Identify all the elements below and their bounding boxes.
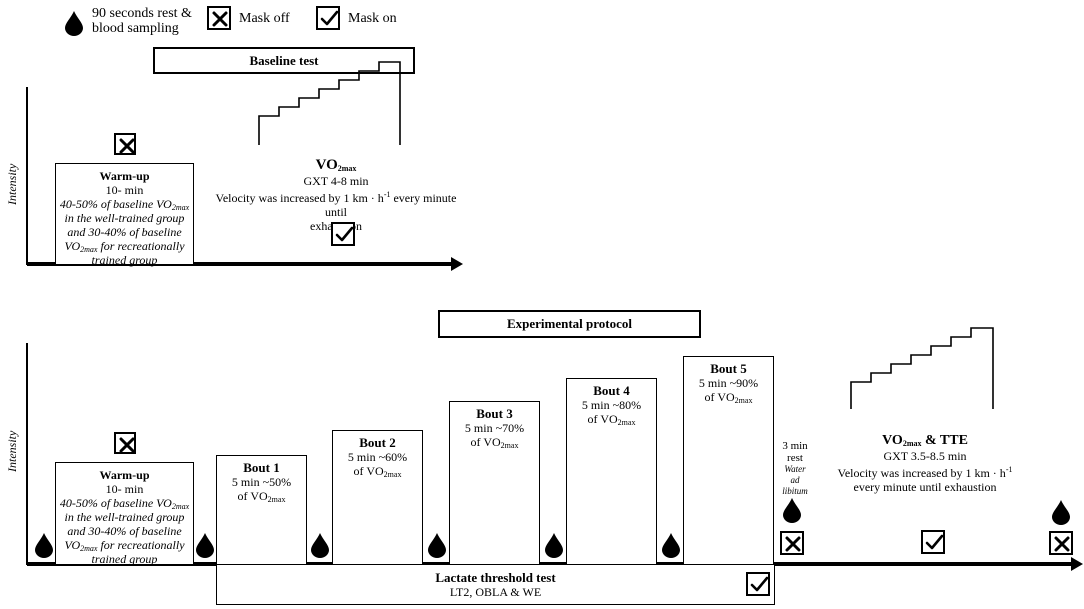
experimental-y-axis-label: Intensity	[5, 430, 19, 472]
rest-line-4: ad	[790, 475, 800, 485]
rest-line-2: rest	[787, 452, 803, 464]
blood-drop-icon	[782, 497, 802, 523]
rest-line-5: libitum	[782, 486, 808, 496]
legend-mask-off-label: Mask off	[239, 11, 290, 26]
baseline-warmup-box: Warm-up 10- min 40-50% of baseline VO2ma…	[55, 163, 194, 267]
bout-3-line-1: 5 min ~70%	[464, 421, 525, 435]
bout-1-title: Bout 1	[243, 460, 280, 475]
baseline-header: Baseline test	[153, 47, 415, 74]
experimental-warmup-duration: 10- min	[105, 482, 144, 496]
gxt-staircase-experimental	[850, 327, 994, 409]
mask-on-icon	[316, 6, 340, 30]
bout-2-line-2: of VO2max	[353, 464, 402, 479]
blood-drop-icon	[661, 532, 681, 558]
baseline-warmup-desc-4: VO2max for recreationally	[64, 239, 185, 254]
bout-2-title: Bout 2	[359, 435, 396, 450]
lactate-subtitle: LT2, OBLA & WE	[449, 585, 542, 599]
lactate-threshold-box: Lactate threshold test LT2, OBLA & WE	[216, 564, 775, 605]
rest-line-1: 3 min	[782, 440, 808, 452]
final-line-2: Velocity was increased by 1 km · h-1	[837, 465, 1013, 480]
legend-drop-label: 90 seconds rest & blood sampling	[92, 6, 192, 36]
experimental-warmup-desc-1: 40-50% of baseline VO2max	[59, 496, 190, 511]
baseline-warmup-desc-2: in the well-trained group	[64, 211, 185, 225]
blood-drop-icon	[310, 532, 330, 558]
experimental-warmup-desc-4: VO2max for recreationally	[64, 538, 185, 553]
baseline-mask-off-icon	[114, 133, 136, 155]
rest-mask-off-icon	[780, 531, 804, 555]
final-vo2max-tte-text: VO2max & TTE GXT 3.5-8.5 min Velocity wa…	[820, 433, 1030, 494]
baseline-warmup-title: Warm-up	[99, 169, 150, 183]
bout-5-box: Bout 5 5 min ~90% of VO2max	[683, 356, 774, 565]
bout-1-line-1: 5 min ~50%	[231, 475, 292, 489]
bout-1-line-2: of VO2max	[237, 489, 286, 504]
baseline-warmup-desc-3: and 30-40% of baseline	[67, 225, 182, 239]
final-title: VO2max & TTE	[882, 433, 968, 448]
experimental-header: Experimental protocol	[438, 310, 701, 338]
blood-drop-icon	[1051, 499, 1071, 525]
bout-4-title: Bout 4	[593, 383, 630, 398]
baseline-vo2max-text: VO2max GXT 4-8 min Velocity was increase…	[205, 157, 467, 233]
legend-mask-on-label: Mask on	[348, 11, 397, 26]
rest-text: 3 min rest Water ad libitum	[774, 440, 816, 497]
baseline-y-axis-label: Intensity	[5, 163, 19, 205]
bout-5-title: Bout 5	[710, 361, 747, 376]
bout-3-title: Bout 3	[476, 406, 513, 421]
baseline-mask-on-icon	[331, 222, 355, 246]
bout-1-box: Bout 1 5 min ~50% of VO2max	[216, 455, 307, 565]
final-line-3: every minute until exhaustion	[853, 480, 997, 494]
baseline-vo2max-title: VO2max	[315, 157, 357, 173]
end-mask-off-icon	[1049, 531, 1073, 555]
experimental-mask-off-icon	[114, 432, 136, 454]
experimental-warmup-title: Warm-up	[99, 468, 150, 482]
bout-5-line-2: of VO2max	[704, 390, 753, 405]
experimental-warmup-desc-2: in the well-trained group	[64, 510, 185, 524]
bout-4-line-1: 5 min ~80%	[581, 398, 642, 412]
bout-5-line-1: 5 min ~90%	[698, 376, 759, 390]
baseline-warmup-desc-1: 40-50% of baseline VO2max	[59, 197, 190, 212]
experimental-warmup-desc-3: and 30-40% of baseline	[67, 524, 182, 538]
baseline-vo2max-line-1: GXT 4-8 min	[303, 174, 369, 188]
blood-drop-icon	[34, 532, 54, 558]
lactate-title: Lactate threshold test	[435, 570, 556, 585]
rest-line-3: Water	[784, 464, 806, 474]
blood-drop-icon	[544, 532, 564, 558]
bout-2-line-1: 5 min ~60%	[347, 450, 408, 464]
bout-4-box: Bout 4 5 min ~80% of VO2max	[566, 378, 657, 565]
experimental-warmup-box: Warm-up 10- min 40-50% of baseline VO2ma…	[55, 462, 194, 566]
mask-off-icon	[207, 6, 231, 30]
experimental-warmup-desc-5: trained group	[91, 552, 158, 566]
blood-drop-icon	[427, 532, 447, 558]
blood-drop-icon	[195, 532, 215, 558]
baseline-vo2max-line-2: Velocity was increased by 1 km · h-1 eve…	[215, 190, 457, 219]
baseline-warmup-desc-5: trained group	[91, 253, 158, 267]
bout-4-line-2: of VO2max	[587, 412, 636, 427]
baseline-warmup-duration: 10- min	[105, 183, 144, 197]
bout-3-box: Bout 3 5 min ~70% of VO2max	[449, 401, 540, 565]
bout-3-line-2: of VO2max	[470, 435, 519, 450]
gxt-staircase-baseline	[258, 61, 401, 145]
bout-2-box: Bout 2 5 min ~60% of VO2max	[332, 430, 423, 565]
final-mask-on-icon	[921, 530, 945, 554]
final-line-1: GXT 3.5-8.5 min	[883, 449, 967, 463]
lactate-mask-on-icon	[746, 572, 770, 596]
